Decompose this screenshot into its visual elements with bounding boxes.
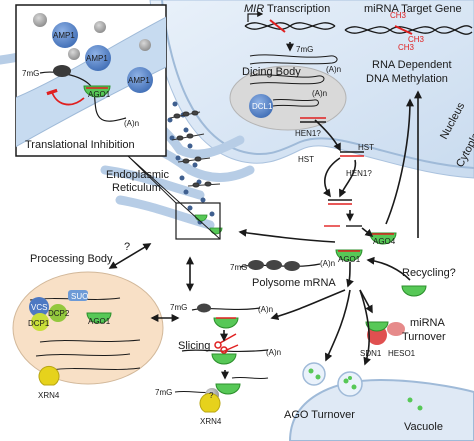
inset-ribosome [53, 65, 71, 77]
target-gene-dna [344, 25, 473, 35]
ago1-pbody-label: AGO1 [88, 317, 111, 326]
slicing-an-label: (A)n [258, 305, 273, 314]
vacuole-vesicle-2 [337, 371, 363, 397]
pbody-ago1 [86, 312, 112, 324]
pathway-arrows [108, 42, 414, 380]
slicing-complex [191, 303, 261, 329]
scissors-icon [214, 333, 239, 354]
er-polysomes [169, 110, 221, 188]
transcription-arrow [247, 11, 264, 22]
dcp2-label: DCP2 [48, 309, 70, 318]
slicing-7mg-label: 7mG [170, 303, 187, 312]
amp1-protein-a [52, 22, 78, 48]
mirna-target-gene-label: miRNA Target Gene [364, 3, 462, 15]
xrn4-pbody [38, 365, 60, 386]
dcp2-protein [49, 304, 67, 322]
mir-gene-dna [244, 19, 336, 33]
dcl1-label: DCL1 [252, 102, 273, 111]
turnover-ago [365, 321, 389, 332]
seven-mg-hairpin-label: 7mG [296, 45, 313, 54]
vcs-protein [29, 297, 49, 317]
vacuole-ago-fragments [308, 368, 423, 411]
pri-mirna-hairpins [249, 54, 338, 107]
vacuole-label: Vacuole [404, 421, 443, 433]
amp1-label-c: AMP1 [128, 76, 150, 85]
processing-body [12, 271, 164, 385]
ago1-inset-label: AGO1 [88, 90, 111, 99]
mirna-duplex-exported [324, 151, 364, 227]
an-inset-label: (A)n [124, 119, 139, 128]
ch3-label-b: CH3 [408, 35, 425, 44]
inset-gray-ball-3 [94, 21, 106, 33]
nuclear-envelope [161, 0, 474, 169]
hst-left-label: HST [298, 155, 314, 164]
zoom-connector [127, 155, 221, 240]
inset-gray-ball-1 [33, 13, 47, 27]
heso1-protein [387, 322, 405, 336]
mirna-turnover-label-2: Turnover [402, 331, 446, 343]
sdn1-label: SDN1 [360, 349, 382, 358]
inset-gray-ball-4 [139, 39, 151, 51]
ago1-center-protein [335, 249, 363, 262]
suo-protein [68, 290, 88, 301]
xrn4-lower-label: XRN4 [200, 417, 222, 426]
question-small-label: ? [209, 391, 214, 400]
ago-turnover-label: AGO Turnover [284, 409, 355, 421]
polysome-mrna-label: Polysome mRNA [252, 277, 336, 289]
amp1-label-b: AMP1 [86, 54, 108, 63]
sliced-7mg-label: 7mG [155, 388, 172, 397]
inhibition-line [46, 88, 85, 106]
polysome-7mg-label: 7mG [230, 263, 247, 272]
endoplasmic-label-1: Endoplasmic [106, 169, 169, 181]
mirna-duplex-nucleus [300, 117, 326, 123]
ago1-center-label: AGO1 [338, 255, 361, 264]
rna-dependent-label-2: DNA Methylation [366, 73, 448, 85]
endoplasmic-label-2: Reticulum [112, 182, 161, 194]
vacuole [288, 378, 474, 441]
dcp1-protein [31, 313, 49, 331]
mir-transcription-label: MIR Transcription [244, 3, 330, 15]
sliced-an-label: (A)n [266, 348, 281, 357]
dicing-body-label: Dicing Body [242, 66, 301, 78]
hen1-q-bottom-label: HEN1? [346, 169, 372, 178]
ch3-label-a: CH3 [390, 11, 407, 20]
hst-right-label: HST [358, 143, 374, 152]
recycling-label: Recycling? [402, 267, 456, 279]
polysome-an-label: (A)n [320, 259, 335, 268]
polysome-mrna [239, 260, 321, 271]
sliced-products [174, 376, 269, 413]
ago4-label: AGO4 [373, 237, 396, 246]
vacuole-vesicle-1 [302, 362, 326, 386]
hen1-q-top-label: HEN1? [295, 129, 321, 138]
an-hairpin-label: (A)n [326, 65, 341, 74]
mirna-turnover-label-1: miRNA [410, 317, 445, 329]
an-hairpin2-label: (A)n [312, 89, 327, 98]
ago4-protein [369, 232, 397, 245]
translational-inhibition-label: Translational Inhibition [25, 139, 135, 151]
vcs-label: VCS [31, 303, 47, 312]
suo-label: SUO [71, 292, 88, 301]
seven-mg-inset-label: 7mG [22, 69, 39, 78]
dcp1-label: DCP1 [28, 319, 50, 328]
er-zoom-box [175, 202, 221, 240]
slicing-label: Slicing [178, 340, 210, 352]
dcl1-protein [249, 94, 273, 118]
amp1-protein-b [85, 45, 111, 71]
ch3-label-c: CH3 [398, 43, 415, 52]
xrn4-pbody-label: XRN4 [38, 391, 60, 400]
slicing-step [181, 349, 269, 365]
inset-gray-ball-2 [68, 48, 80, 60]
amp1-protein-c [127, 67, 153, 93]
heso1-label: HESO1 [388, 349, 416, 358]
rna-dependent-label-1: RNA Dependent [372, 59, 452, 71]
processing-body-label: Processing Body [30, 253, 113, 265]
amp1-label-a: AMP1 [53, 31, 75, 40]
question-left-label: ? [124, 241, 130, 253]
recycling-ago [401, 285, 427, 297]
